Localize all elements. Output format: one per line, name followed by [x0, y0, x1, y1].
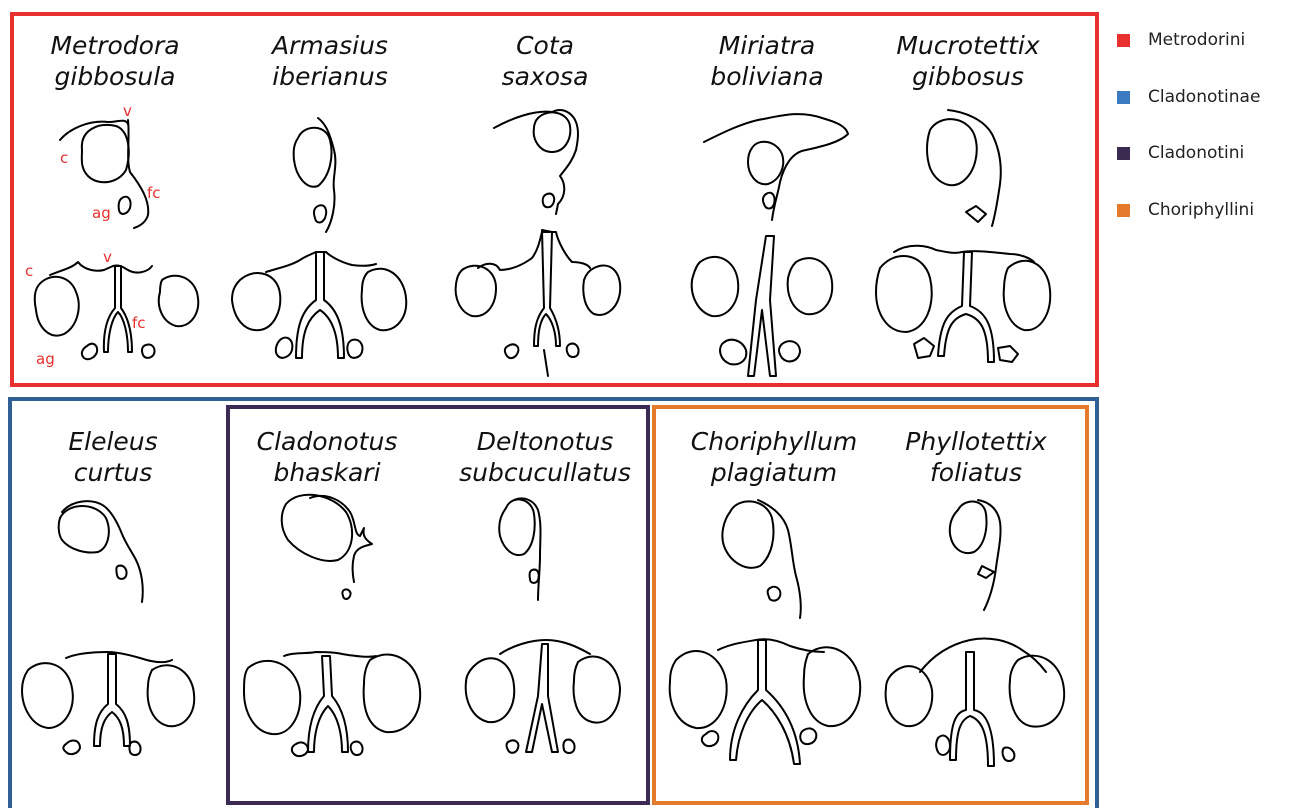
mucrotettix-frontal-view: [876, 246, 1050, 362]
compound-eye-annotation: c: [60, 149, 68, 167]
cladonotus-lateral-view: [282, 495, 372, 599]
cladonotus-frontal-view: [244, 652, 420, 756]
vertex-annotation: v: [123, 102, 132, 120]
eleleus-frontal-view: [22, 652, 194, 755]
vertex-annotation: v: [103, 248, 112, 266]
frontal-costa-annotation: fc: [147, 184, 161, 202]
choriphyllum-frontal-view: [670, 639, 860, 764]
eleleus-lateral-view: [59, 501, 143, 602]
metrodora-annotations: v c fc ag v c fc ag: [25, 102, 161, 368]
antennal-groove-annotation: ag: [92, 204, 111, 222]
phyllotettix-lateral-view: [950, 500, 1001, 610]
deltonotus-frontal-view: [466, 640, 620, 753]
antennal-groove-annotation: ag: [36, 350, 55, 368]
armasius-lateral-view: [294, 118, 336, 232]
miriatra-lateral-view: [704, 114, 848, 220]
phyllotettix-frontal-view: [886, 638, 1065, 766]
metrodora-frontal-view: [35, 262, 199, 359]
miriatra-frontal-view: [692, 236, 833, 376]
frontal-costa-annotation: fc: [132, 314, 146, 332]
deltonotus-lateral-view: [499, 498, 540, 600]
compound-eye-annotation: c: [25, 262, 33, 280]
choriphyllum-lateral-view: [722, 500, 800, 618]
cota-lateral-view: [494, 110, 578, 214]
mucrotettix-lateral-view: [927, 110, 1001, 226]
cota-frontal-view: [456, 230, 621, 376]
armasius-frontal-view: [232, 252, 406, 358]
